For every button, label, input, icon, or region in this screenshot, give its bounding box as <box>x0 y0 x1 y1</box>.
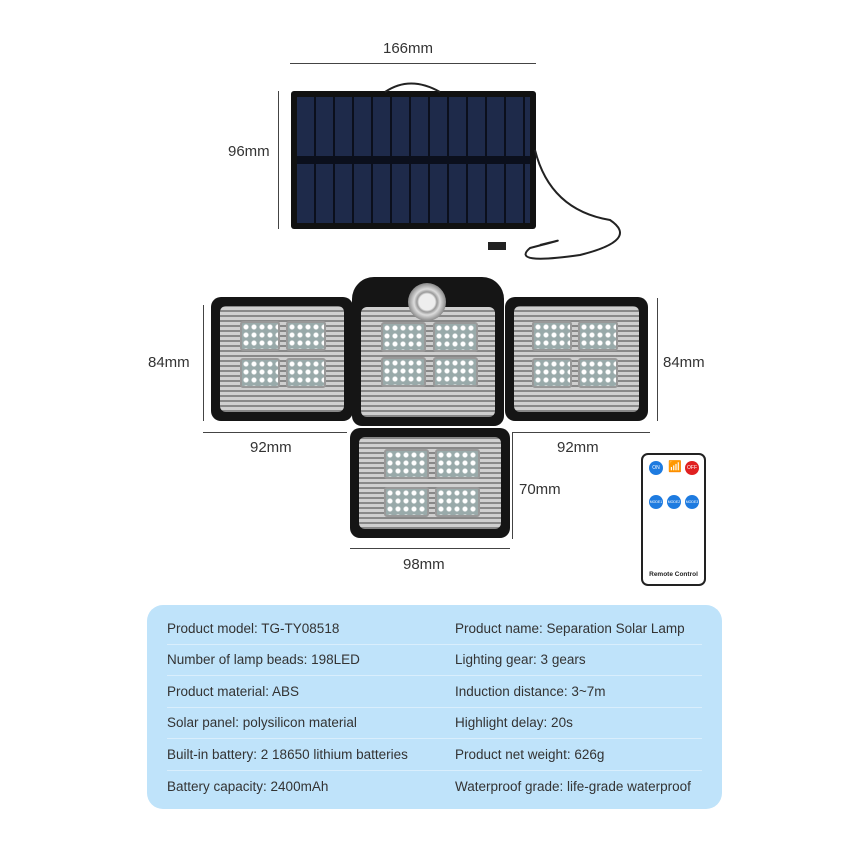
remote-control: ON 📶 OFF MODE1 MODE2 MODE3 Remote Contro… <box>641 453 706 586</box>
dim-left-width: 92mm <box>250 439 292 456</box>
dim-bottom-height: 70mm <box>519 481 561 498</box>
spec-left: Built-in battery: 2 18650 lithium batter… <box>167 746 408 762</box>
dim-left-height: 84mm <box>148 354 190 371</box>
lamp-left <box>211 297 353 421</box>
spec-right: Product net weight: 626g <box>455 746 605 762</box>
spec-row: Number of lamp beads: 198LED Lighting gea… <box>167 645 702 676</box>
dim-right-height: 84mm <box>663 354 705 371</box>
spec-left: Solar panel: polysilicon material <box>167 715 357 731</box>
dim-line <box>657 298 658 421</box>
spec-row: Product model: TG-TY08518 Product name: S… <box>167 613 702 645</box>
solar-panel <box>291 91 536 229</box>
dim-line <box>350 548 510 549</box>
dim-line <box>278 91 279 229</box>
spec-right: Waterproof grade: life-grade waterproof <box>455 778 691 794</box>
lamp-right <box>505 297 648 421</box>
dim-right-width: 92mm <box>557 439 599 456</box>
spec-right: Lighting gear: 3 gears <box>455 652 586 668</box>
lamp-bottom <box>350 428 510 538</box>
remote-mode1-button: MODE1 <box>649 495 663 509</box>
dim-line <box>290 63 536 64</box>
remote-off-button: OFF <box>685 461 699 475</box>
dim-line <box>513 432 650 433</box>
remote-mode2-button: MODE2 <box>667 495 681 509</box>
dim-line <box>512 432 513 539</box>
remote-label: Remote Control <box>649 571 698 578</box>
spec-row: Built-in battery: 2 18650 lithium batter… <box>167 739 702 771</box>
dim-panel-height: 96mm <box>228 143 270 160</box>
spec-right: Product name: Separation Solar Lamp <box>455 620 685 636</box>
spec-table: Product model: TG-TY08518 Product name: S… <box>147 605 722 809</box>
dim-line <box>203 432 347 433</box>
spec-row: Product material: ABS Induction distance:… <box>167 676 702 708</box>
remote-on-button: ON <box>649 461 663 475</box>
lamp-center <box>352 277 504 426</box>
spec-left: Product model: TG-TY08518 <box>167 620 340 636</box>
spec-left: Product material: ABS <box>167 683 300 699</box>
spec-left: Number of lamp beads: 198LED <box>167 652 360 668</box>
cable <box>384 82 621 260</box>
wifi-icon: 📶 <box>668 461 682 473</box>
remote-mode3-button: MODE3 <box>685 495 699 509</box>
dim-line <box>203 305 204 421</box>
spec-row: Solar panel: polysilicon material Highlig… <box>167 708 702 739</box>
dim-bottom-width: 98mm <box>403 556 445 573</box>
spec-right: Induction distance: 3~7m <box>455 683 606 699</box>
motion-sensor <box>408 283 446 321</box>
dim-panel-width: 166mm <box>383 40 434 57</box>
spec-right: Highlight delay: 20s <box>455 715 573 731</box>
spec-left: Battery capacity: 2400mAh <box>167 778 329 794</box>
spec-row: Battery capacity: 2400mAh Waterproof grad… <box>167 771 702 803</box>
